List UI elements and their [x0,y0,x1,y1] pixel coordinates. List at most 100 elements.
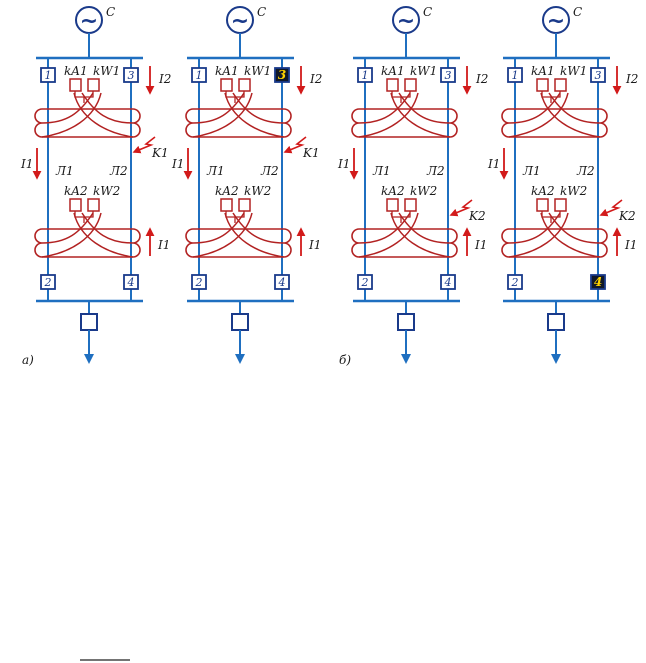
ct-cross-wire [41,92,94,124]
ct-cross-wire [390,212,451,258]
ct-cross-wire [358,92,411,124]
ct-left-coil [351,228,360,258]
ct-right-coil [132,108,141,138]
breaker-box [357,67,373,83]
relay-ka-box [69,78,82,92]
ct-group-top: kA1 kW1 [185,64,292,138]
breaker-box [590,67,606,83]
relay-ka-label: kA2 [64,184,88,198]
breaker-box [590,274,606,290]
ct-right-coil [599,108,608,138]
fault-lightning-icon [599,199,623,217]
breaker-box [507,67,523,83]
fault-label: K1 [302,146,320,160]
ct-cross-wire [548,92,601,124]
breaker-2: 2 [40,274,56,290]
breaker-label: 2 [511,276,519,289]
breaker-label: 1 [362,69,369,82]
panel-tag: б) [339,353,351,367]
relay-kw-box [87,78,100,92]
breaker-box [507,274,523,290]
line-right-label: Л2 [260,164,279,178]
fault-label: K2 [618,209,636,223]
ct-cross-wire [41,212,102,258]
ct-cross-wire [41,212,94,244]
breaker-box [274,67,290,83]
generator-symbol: ~ [547,9,565,34]
panel-tag: а) [22,353,34,367]
breaker-label: 2 [195,276,203,289]
current-label-bottom: I1 [624,238,637,252]
relay-kw-label: kW2 [410,184,437,198]
breaker-label: 3 [445,69,452,82]
ct-cross-wire [508,212,569,258]
current-label-top: I2 [158,72,171,86]
ct-cross-wire [358,92,419,138]
breaker-3: 3 [440,67,456,83]
line-right-label: Л2 [576,164,595,178]
relay-kw-box [238,198,251,212]
relay-ka-box [386,198,399,212]
relay-ka-label: kA1 [381,64,405,78]
relay-kw-label: kW1 [410,64,437,78]
relay-ka-box [536,198,549,212]
ct-cross-wire [81,92,134,124]
relay-kw-label: kW1 [244,64,271,78]
line-left-label: Л1 [206,164,225,178]
relay-ka-label: kA2 [215,184,239,198]
breaker-label: 3 [128,69,135,82]
breaker-3: 3 [590,67,606,83]
relay-kw-label: kW1 [560,64,587,78]
relay-ka-label: kA1 [215,64,239,78]
relay-kw-box [238,78,251,92]
ct-cross-wire [73,212,134,258]
breaker-4: 4 [123,274,139,290]
relay-ka-label: kA1 [531,64,555,78]
ct-left-coil [501,108,510,138]
ct-group-top: kA1 kW1 [351,64,458,138]
fault-lightning-icon [449,199,473,217]
relay-ka-label: kA2 [381,184,405,198]
breaker-label: 3 [595,69,602,82]
ct-cross-wire [508,212,561,244]
ct-cross-wire [192,212,245,244]
ct-cross-wire [224,212,285,258]
breaker-1: 1 [507,67,523,83]
fault-lightning-icon [283,136,307,154]
relay-kw-label: kW1 [93,64,120,78]
breaker-label: 1 [512,69,519,82]
breaker-label: 4 [594,275,602,289]
breaker-box [440,274,456,290]
breaker-4: 4 [274,274,290,290]
breaker-box [191,274,207,290]
breaker-3: 3 [123,67,139,83]
ct-cross-wire [81,212,134,244]
fault-marker: K2 [449,199,486,223]
current-label-bottom: I1 [474,238,487,252]
relay-ka-box [220,198,233,212]
load-breaker-box [397,313,415,331]
breaker-box [40,67,56,83]
breaker-1: 1 [357,67,373,83]
breaker-label: 4 [444,276,452,289]
breaker-label: 1 [196,69,203,82]
breaker-box [123,67,139,83]
breaker-1: 1 [191,67,207,83]
generator-symbol: ~ [231,9,249,34]
ct-right-coil [132,228,141,258]
ct-left-coil [351,108,360,138]
ct-cross-wire [232,212,285,244]
ct-cross-wire [232,92,285,124]
relay-ka-box [220,78,233,92]
breaker-label: 4 [278,276,286,289]
current-label-top: I2 [625,72,638,86]
ct-group-bottom: kA2 kW2 [351,184,458,258]
